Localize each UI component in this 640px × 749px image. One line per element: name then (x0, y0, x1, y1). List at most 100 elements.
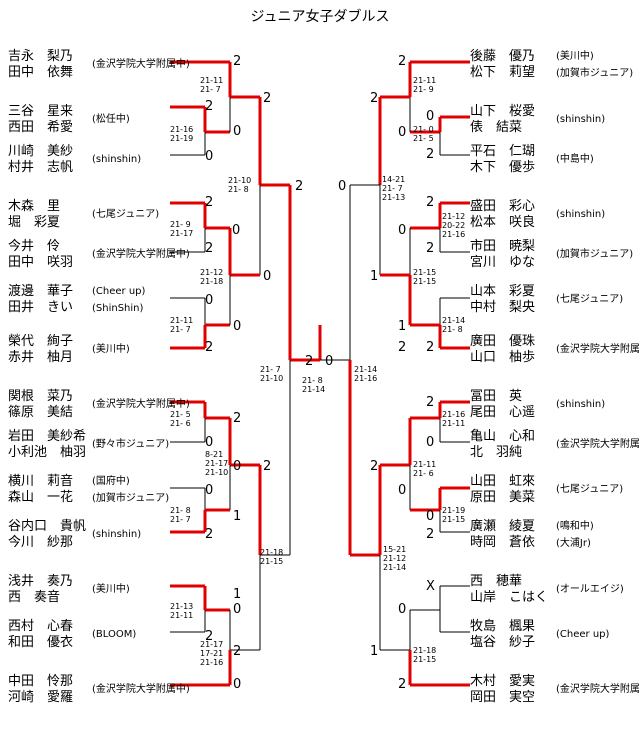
right-player-name: 山本 彩夏 (470, 284, 536, 299)
right-player-name: 岡田 実空 (470, 690, 536, 705)
game-score-detail: 21-12 21-18 (200, 268, 224, 286)
match-score: 1 (370, 644, 379, 659)
left-player-name: 今井 伶 (8, 239, 61, 254)
left-club-name: (美川中) (92, 344, 130, 355)
left-player-name: 小利池 柚羽 (8, 445, 87, 460)
match-score: 2 (205, 527, 214, 542)
right-club-name: (加賀市ジュニア) (556, 249, 634, 260)
left-player-name: 赤井 柚月 (8, 350, 74, 365)
left-player-name: 和田 優衣 (8, 635, 74, 650)
left-club-name: (Cheer up) (92, 286, 146, 297)
left-player-name: 渡邊 華子 (8, 284, 74, 299)
game-score-detail: 21-14 21-16 (354, 365, 378, 383)
page-title: ジュニア女子ダブルス (250, 9, 390, 25)
match-score: 0 (398, 602, 407, 617)
match-score: 0 (338, 179, 347, 194)
match-score: 0 (263, 269, 272, 284)
match-score: 0 (426, 435, 435, 450)
left-club-name: (金沢学院大学附属中) (92, 59, 190, 70)
game-score-detail: 21-12 20-22 21-16 (442, 212, 466, 239)
right-club-name: (金沢学院大学附属中) (556, 684, 640, 695)
game-score-detail: 21-18 21-15 (413, 646, 437, 664)
game-score-detail: 21- 5 21- 6 (170, 410, 191, 428)
right-club-name: (美川中) (556, 51, 594, 62)
left-club-name: (国府中) (92, 476, 130, 487)
left-player-name: 谷内口 貴帆 (8, 519, 87, 534)
match-score: 1 (398, 319, 407, 334)
game-score-detail: 8-21 21-17 21-10 (205, 450, 229, 477)
left-player-name: 田井 きい (8, 300, 74, 315)
right-club-name: (オールエイジ) (556, 584, 624, 595)
match-score: 0 (398, 483, 407, 498)
right-club-name: (大浦Jr) (556, 538, 591, 549)
game-score-detail: 21-11 21- 9 (413, 76, 437, 94)
left-player-name: 横川 莉音 (8, 474, 74, 489)
match-score: 2 (426, 241, 435, 256)
match-score: 2 (426, 147, 435, 162)
match-score: 1 (370, 269, 379, 284)
left-player-name: 今川 紗那 (8, 535, 74, 550)
game-score-detail: 21-19 21-15 (442, 506, 466, 524)
right-player-name: 平石 仁瑚 (470, 144, 536, 159)
right-player-name: 廣田 優珠 (470, 334, 536, 349)
left-club-name: (野々市ジュニア) (92, 439, 170, 450)
match-score: 2 (426, 340, 435, 355)
left-player-name: 西 奏音 (8, 590, 61, 605)
match-score: 0 (232, 223, 241, 238)
right-club-name: (七尾ジュニア) (556, 484, 624, 495)
right-club-name: (shinshin) (556, 399, 606, 410)
right-player-name: 松本 咲良 (470, 215, 536, 230)
match-score: 2 (398, 54, 407, 69)
right-club-name: (加賀市ジュニア) (556, 68, 634, 79)
game-score-detail: 21-16 21-11 (442, 410, 466, 428)
right-club-name: (Cheer up) (556, 629, 610, 640)
left-club-name: (金沢学院大学附属中) (92, 249, 190, 260)
right-club-name: (七尾ジュニア) (556, 294, 624, 305)
right-player-name: 松下 莉望 (470, 65, 536, 80)
right-player-name: 廣瀬 綾夏 (470, 519, 536, 534)
match-score: 0 (233, 124, 242, 139)
right-player-name: 俵 結菜 (470, 120, 523, 135)
left-player-name: 村井 志帆 (8, 160, 74, 175)
game-score-detail: 21-17 17-21 21-16 (200, 640, 224, 667)
game-score-detail: 21-15 21-15 (413, 268, 437, 286)
match-score: 0 (205, 435, 214, 450)
match-score: 0 (325, 354, 334, 369)
left-club-name: (美川中) (92, 584, 130, 595)
right-player-name: 牧島 楓果 (470, 619, 536, 634)
left-player-name: 田中 咲羽 (8, 255, 74, 270)
left-club-name: (BLOOM) (92, 629, 137, 640)
match-score: 1 (233, 509, 242, 524)
left-club-name: (shinshin) (92, 154, 142, 165)
left-player-name: 中田 怜那 (8, 674, 74, 689)
match-score: 2 (205, 99, 214, 114)
right-player-name: 尾田 心遥 (470, 405, 536, 420)
match-score: 0 (426, 509, 435, 524)
right-player-name: 山田 虹來 (470, 474, 536, 489)
right-player-name: 原田 美菜 (470, 490, 536, 505)
match-score: 0 (398, 125, 407, 140)
left-player-name: 篠原 美結 (8, 405, 74, 420)
match-score: 2 (205, 340, 214, 355)
left-club-name: (松任中) (92, 114, 130, 125)
right-player-name: 山岸 こはく (470, 590, 549, 605)
game-score-detail: 21- 7 21-10 (260, 365, 284, 383)
right-club-name: (中島中) (556, 154, 594, 165)
match-score: 2 (370, 91, 379, 106)
game-score-detail: 21-11 21- 7 (170, 316, 194, 334)
left-player-name: 木森 里 (8, 199, 61, 214)
left-player-name: 榮代 絢子 (8, 334, 74, 349)
right-club-name: (鳴和中) (556, 521, 594, 532)
right-player-name: 木下 優歩 (470, 160, 536, 175)
match-score: 2 (398, 340, 407, 355)
right-player-name: 西 穂華 (470, 574, 523, 589)
game-score-detail: 21- 8 21-14 (302, 376, 326, 394)
left-club-name: (加賀市ジュニア) (92, 493, 170, 504)
right-player-name: 北 羽純 (470, 445, 523, 460)
game-score-detail: 21-13 21-11 (170, 602, 194, 620)
match-score: 2 (233, 54, 242, 69)
game-score-detail: 21-11 21- 7 (200, 76, 224, 94)
left-player-name: 森山 一花 (8, 490, 74, 505)
match-score: 0 (205, 483, 214, 498)
